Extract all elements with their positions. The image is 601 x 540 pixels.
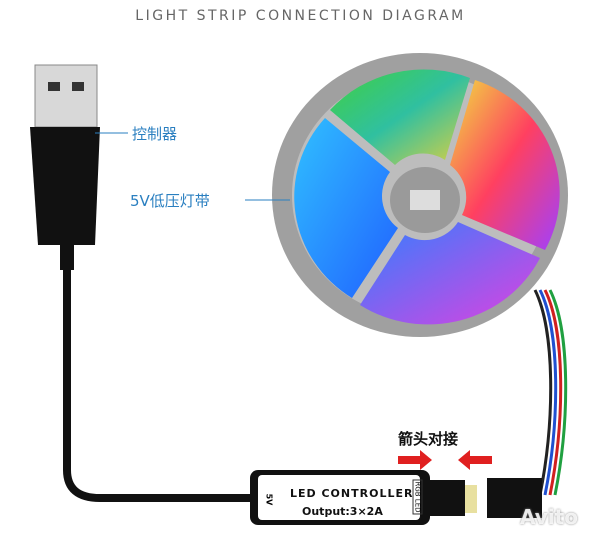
arrow-left-icon (458, 450, 492, 470)
controller-port-label: RGB LED (412, 479, 423, 515)
usb-plug (30, 64, 100, 270)
usb-cable (63, 270, 255, 502)
controller-label: 控制器 (132, 125, 178, 143)
controller-name: LED CONTROLLER (290, 487, 414, 500)
led-strip-reel (272, 53, 568, 337)
diagram-title: LIGHT STRIP CONNECTION DIAGRAM (135, 8, 466, 24)
led-controller (250, 470, 542, 525)
rgb-wires (533, 289, 568, 496)
arrow-join-label: 箭头对接 (398, 430, 459, 448)
controller-output: Output:3×2A (302, 505, 383, 518)
controller-voltage: 5V (264, 493, 274, 506)
watermark: Avito (520, 505, 578, 529)
arrow-right-icon (398, 450, 432, 470)
strip-label: 5V低压灯带 (130, 192, 210, 210)
